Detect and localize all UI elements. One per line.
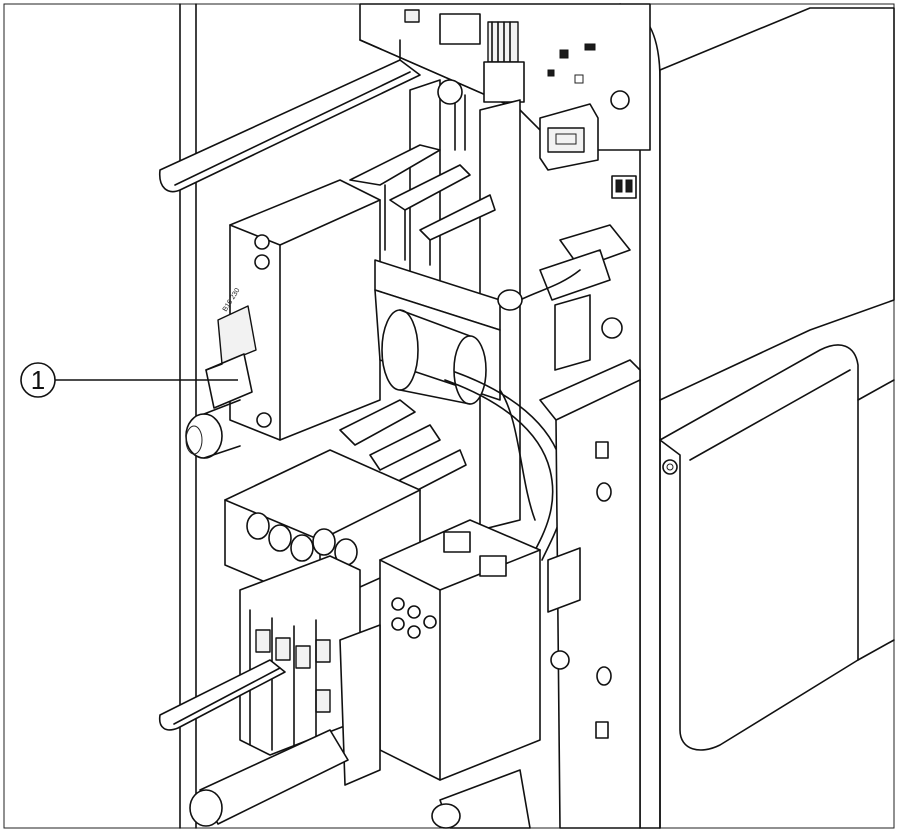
upper-mounting-arm xyxy=(158,39,421,193)
mounting-plate xyxy=(374,259,501,405)
contactor xyxy=(339,519,541,786)
miniature-circuit-breaker: B16 230 xyxy=(185,179,381,459)
callout-number: 1 xyxy=(31,365,45,395)
upper-heatsink-fins xyxy=(349,144,496,266)
callout-1: 1 xyxy=(20,362,238,398)
terminal-blocks xyxy=(224,449,421,756)
cable-connector xyxy=(497,224,631,371)
housing xyxy=(3,3,895,829)
circuit-breaker-lever[interactable] xyxy=(205,305,257,409)
lower-heatsink-fins xyxy=(339,399,467,496)
lower-mounting-arm xyxy=(158,659,286,731)
right-din-rail xyxy=(539,359,641,829)
control-circuit-board xyxy=(359,3,651,199)
rj45-socket-icon xyxy=(539,103,599,171)
bottom-bolts xyxy=(189,729,531,829)
